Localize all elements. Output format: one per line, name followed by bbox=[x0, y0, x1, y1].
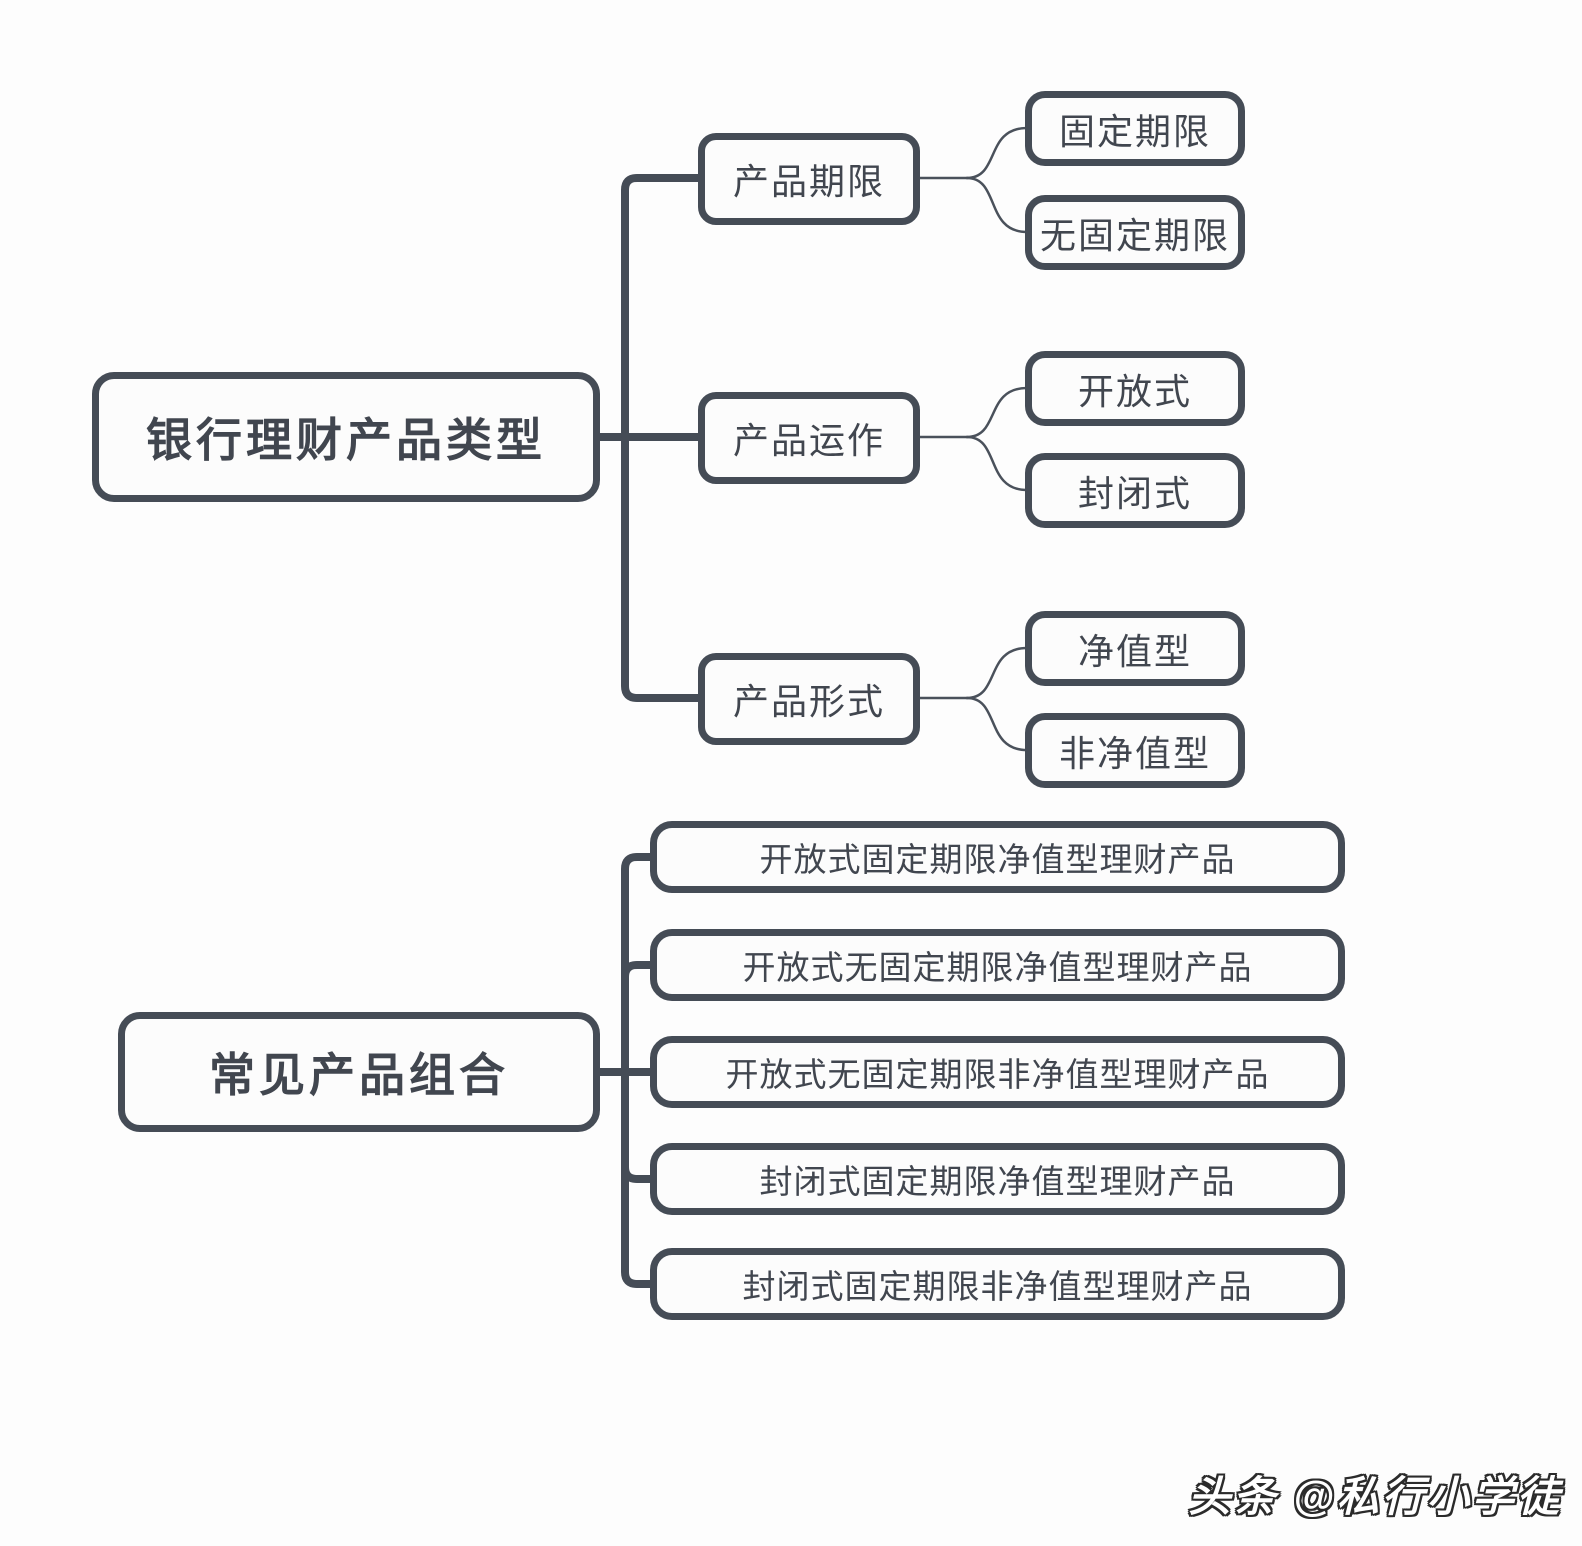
root-node-common-combinations[interactable]: 常见产品组合 bbox=[118, 1012, 600, 1132]
branch-node-label: 产品形式 bbox=[732, 681, 885, 722]
leaf-node-label: 无固定期限 bbox=[1039, 214, 1230, 256]
leaf-node-open-ended[interactable]: 开放式 bbox=[1025, 351, 1245, 426]
leaf-node-non-nav-type[interactable]: 非净值型 bbox=[1025, 713, 1245, 788]
combo-branch-5 bbox=[621, 1068, 656, 1288]
root-node-product-types[interactable]: 银行理财产品类型 bbox=[92, 372, 600, 502]
combo-node-3[interactable]: 开放式无固定期限非净值型理财产品 bbox=[650, 1036, 1345, 1108]
leaf-node-label: 非净值型 bbox=[1058, 732, 1211, 774]
branch-node-label: 产品运作 bbox=[732, 420, 885, 461]
leaf-node-nav-type[interactable]: 净值型 bbox=[1025, 611, 1245, 686]
sub-curve-2a bbox=[965, 386, 1029, 439]
leaf-node-no-fixed-term[interactable]: 无固定期限 bbox=[1025, 195, 1245, 270]
branch-node-product-operation[interactable]: 产品运作 bbox=[698, 392, 920, 484]
branch-node-product-term[interactable]: 产品期限 bbox=[698, 133, 920, 225]
combo-node-5[interactable]: 封闭式固定期限非净值型理财产品 bbox=[650, 1248, 1345, 1320]
combo-node-label: 开放式无固定期限净值型理财产品 bbox=[742, 949, 1253, 986]
sub-curve-3a bbox=[965, 646, 1029, 700]
root-node-label: 银行理财产品类型 bbox=[146, 414, 546, 466]
combo-branch-4 bbox=[621, 1068, 656, 1183]
sub-curve-2b bbox=[965, 435, 1029, 492]
leaf-node-label: 固定期限 bbox=[1058, 110, 1211, 152]
combo-branch-1 bbox=[621, 853, 656, 1076]
sub-curve-3b bbox=[965, 696, 1029, 752]
combo-node-label: 封闭式固定期限非净值型理财产品 bbox=[742, 1268, 1253, 1305]
combo-node-1[interactable]: 开放式固定期限净值型理财产品 bbox=[650, 821, 1345, 893]
leaf-node-label: 开放式 bbox=[1077, 370, 1192, 412]
watermark-text: 头条 @私行小学徒 bbox=[1188, 1473, 1562, 1520]
branch-node-product-form[interactable]: 产品形式 bbox=[698, 653, 920, 745]
sub-curve-1a bbox=[965, 126, 1029, 180]
leaf-node-label: 净值型 bbox=[1077, 630, 1192, 672]
leaf-node-fixed-term[interactable]: 固定期限 bbox=[1025, 91, 1245, 166]
sub-curve-1b bbox=[965, 176, 1029, 234]
combo-branch-2 bbox=[621, 961, 656, 1076]
root-node-label: 常见产品组合 bbox=[209, 1049, 509, 1101]
trunk-branch-3 bbox=[621, 433, 704, 702]
branch-node-label: 产品期限 bbox=[732, 161, 885, 202]
combo-node-label: 开放式无固定期限非净值型理财产品 bbox=[725, 1056, 1270, 1093]
combo-node-label: 封闭式固定期限净值型理财产品 bbox=[759, 1163, 1236, 1200]
trunk-branch-1 bbox=[621, 174, 704, 441]
leaf-node-label: 封闭式 bbox=[1077, 472, 1192, 514]
combo-node-4[interactable]: 封闭式固定期限净值型理财产品 bbox=[650, 1143, 1345, 1215]
combo-node-2[interactable]: 开放式无固定期限净值型理财产品 bbox=[650, 929, 1345, 1001]
leaf-node-closed-ended[interactable]: 封闭式 bbox=[1025, 453, 1245, 528]
combo-node-label: 开放式固定期限净值型理财产品 bbox=[759, 841, 1236, 878]
